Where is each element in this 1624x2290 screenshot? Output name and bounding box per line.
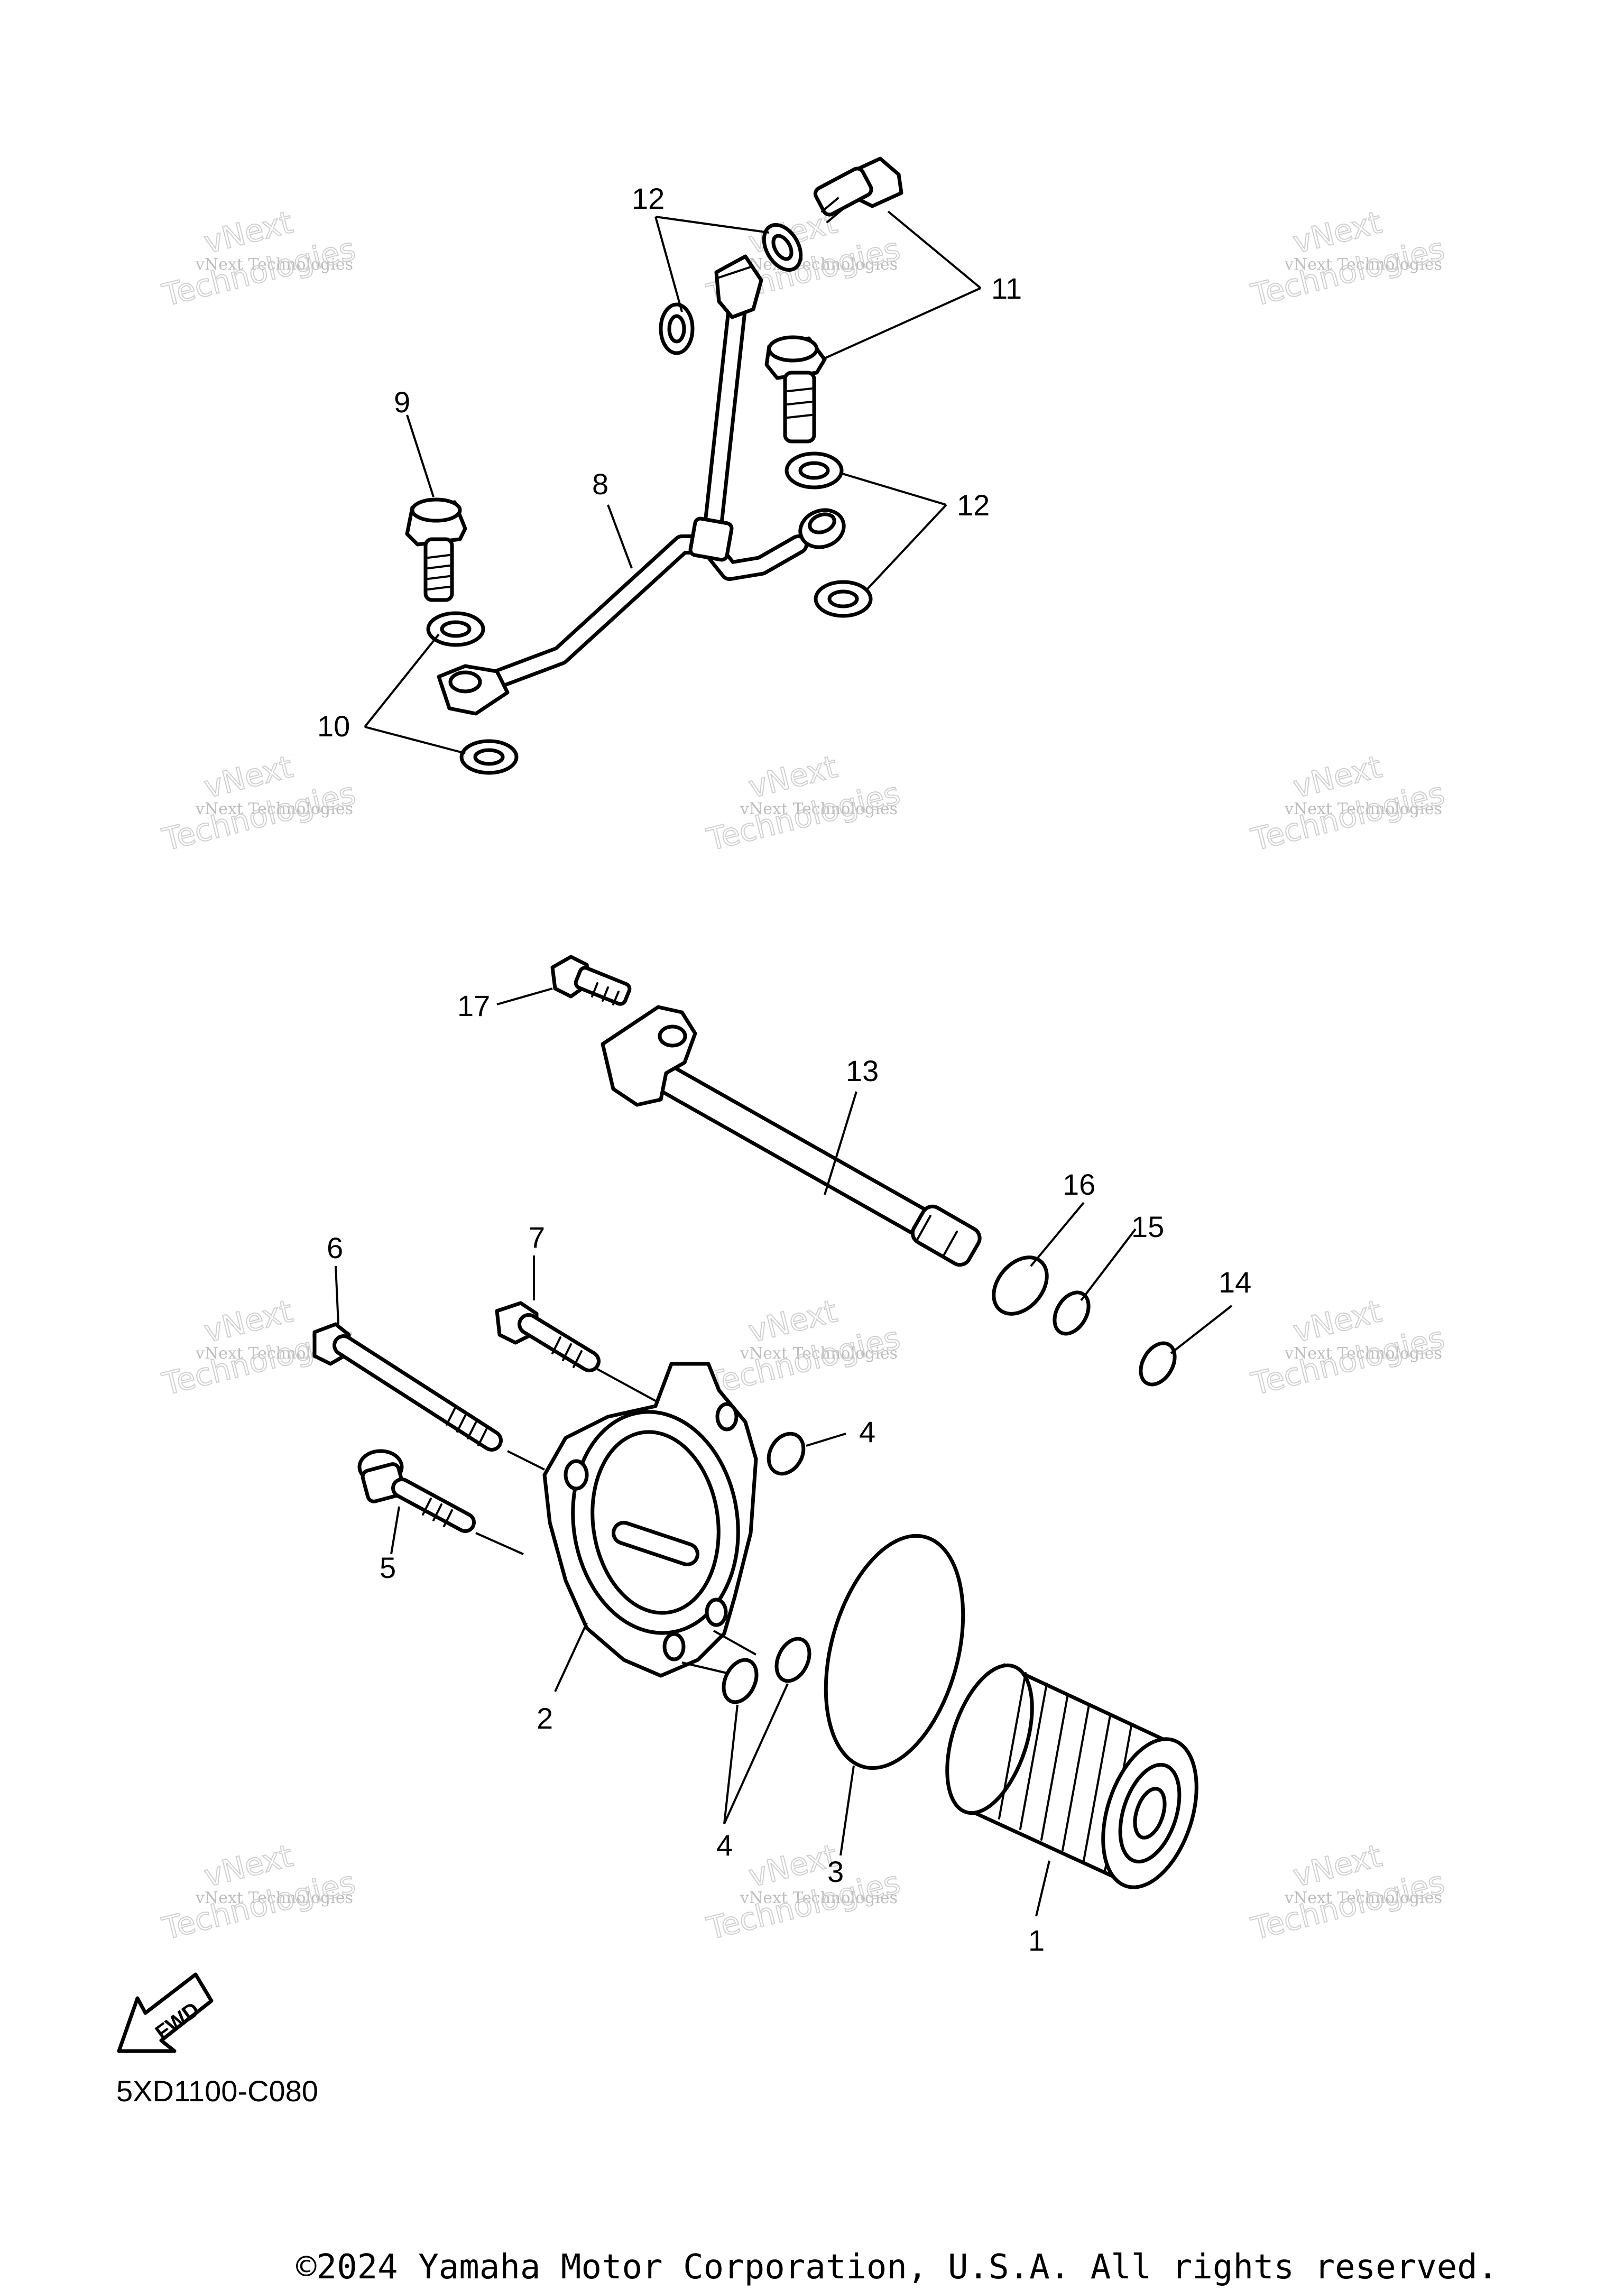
callout-1: 1: [1028, 1924, 1045, 1957]
watermark: vNext Technologies vNext Technologies: [1247, 204, 1448, 314]
callout-8: 8: [592, 467, 608, 501]
svg-text:vNext Technologies: vNext Technologies: [1284, 255, 1442, 274]
part-12-gasket-inner: [798, 461, 830, 480]
leader-lines-top: [364, 210, 982, 754]
svg-text:vNext Technologies: vNext Technologies: [195, 255, 353, 274]
svg-text:vNext Technologies: vNext Technologies: [740, 1889, 898, 1907]
watermark: vNext Technologies vNext Technologies: [1247, 748, 1448, 858]
watermark: vNext Technologies vNext Technologies: [158, 1837, 359, 1947]
watermark: vNext Technologies vNext Technologies: [703, 748, 904, 858]
callout-7: 7: [529, 1221, 545, 1254]
svg-text:vNext Technologies: vNext Technologies: [195, 800, 353, 818]
part-11-union-bolt: [764, 335, 827, 444]
watermark: vNext Technologies vNext Technologies: [158, 748, 359, 858]
watermark: vNext Technologies vNext Technologies: [703, 1292, 904, 1403]
part-12-gasket-inner: [667, 314, 686, 344]
part-5-bolt: [357, 1449, 476, 1533]
svg-text:vNext Technologies: vNext Technologies: [1284, 1344, 1442, 1363]
callout-5: 5: [380, 1551, 396, 1584]
fwd-arrow-icon: FWD: [117, 1972, 214, 2053]
watermark: vNext Technologies vNext Technologies: [703, 1837, 904, 1947]
watermark: vNext Technologies vNext Technologies: [1247, 1837, 1448, 1947]
leader-lines-bottom: [335, 987, 1233, 1917]
part-1-oil-filter: [945, 1663, 1198, 1889]
svg-text:vNext Technologies: vNext Technologies: [740, 255, 898, 274]
part-17-bolt: [550, 955, 632, 1006]
svg-text:vNext Technologies: vNext Technologies: [740, 1344, 898, 1363]
svg-text:vNext Technologies: vNext Technologies: [1284, 1889, 1442, 1907]
callout-6: 6: [327, 1231, 343, 1264]
callout-10: 10: [317, 709, 350, 743]
part-11-union-bolt: [813, 156, 903, 223]
part-10-gasket-inner: [440, 620, 472, 638]
watermark: vNext Technologies vNext Technologies: [1247, 1292, 1448, 1403]
part-6-bolt: [312, 1322, 503, 1452]
part-2-filter-housing: [542, 1362, 758, 1678]
copyright-text: ©2024 Yamaha Motor Corporation, U.S.A. A…: [296, 2248, 1498, 2287]
callout-9: 9: [394, 385, 410, 419]
callout-3: 3: [827, 1855, 844, 1888]
part-8-oil-pipe: [437, 254, 846, 716]
callout-16: 16: [1063, 1168, 1095, 1201]
callout-14: 14: [1219, 1266, 1251, 1299]
callout-13: 13: [846, 1054, 879, 1087]
part-13-oil-pipe: [601, 1005, 982, 1267]
callout-12: 12: [957, 488, 990, 522]
part-10-gasket-inner: [473, 748, 505, 766]
svg-text:vNext Technologies: vNext Technologies: [740, 800, 898, 818]
svg-text:vNext Technologies: vNext Technologies: [195, 1889, 353, 1907]
callout-15: 15: [1131, 1210, 1164, 1243]
callout-4: 4: [716, 1829, 733, 1862]
callout-11: 11: [991, 272, 1022, 305]
watermark: vNext Technologies vNext Technologies: [158, 204, 359, 314]
part-12-gasket-inner: [827, 589, 859, 608]
callout-4: 4: [859, 1415, 875, 1448]
callout-17: 17: [457, 989, 490, 1022]
part-12-gasket-inner: [771, 234, 793, 261]
part-7-bolt: [495, 1301, 601, 1372]
part-9-union-bolt: [405, 497, 467, 602]
svg-text:vNext Technologies: vNext Technologies: [1284, 800, 1442, 818]
diagram-code: 5XD1100-C080: [116, 2074, 318, 2108]
callout-2: 2: [537, 1702, 553, 1735]
callout-12: 12: [632, 182, 665, 215]
